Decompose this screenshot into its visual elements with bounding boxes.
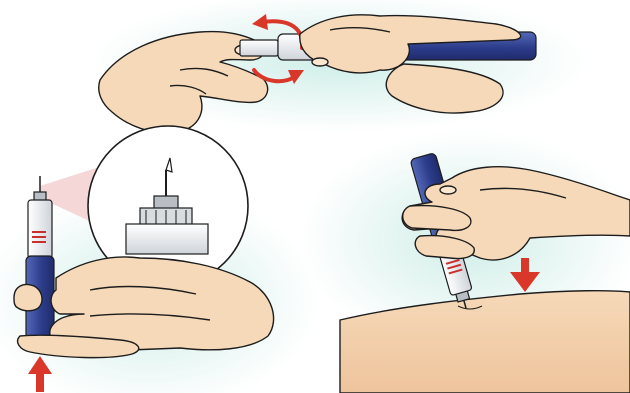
dose-scale — [445, 258, 463, 275]
panel-attach-needle — [90, 0, 590, 134]
hand — [13, 256, 275, 359]
down-arrow-icon — [510, 258, 540, 292]
pen-cartridge — [27, 199, 53, 259]
skin-dimple — [457, 305, 483, 310]
up-arrow-icon — [28, 356, 52, 392]
skin-surface — [339, 290, 630, 393]
panel-inject — [300, 130, 630, 393]
hand — [401, 166, 630, 261]
insulin-pen-vertical — [25, 176, 55, 345]
right-hand — [299, 14, 522, 114]
dose-scale — [32, 231, 46, 243]
panel-prime-pen — [0, 125, 320, 393]
thumbnail — [439, 185, 457, 195]
needle-cap — [239, 39, 279, 57]
callout-beam — [40, 168, 96, 224]
thumbnail — [311, 57, 329, 67]
